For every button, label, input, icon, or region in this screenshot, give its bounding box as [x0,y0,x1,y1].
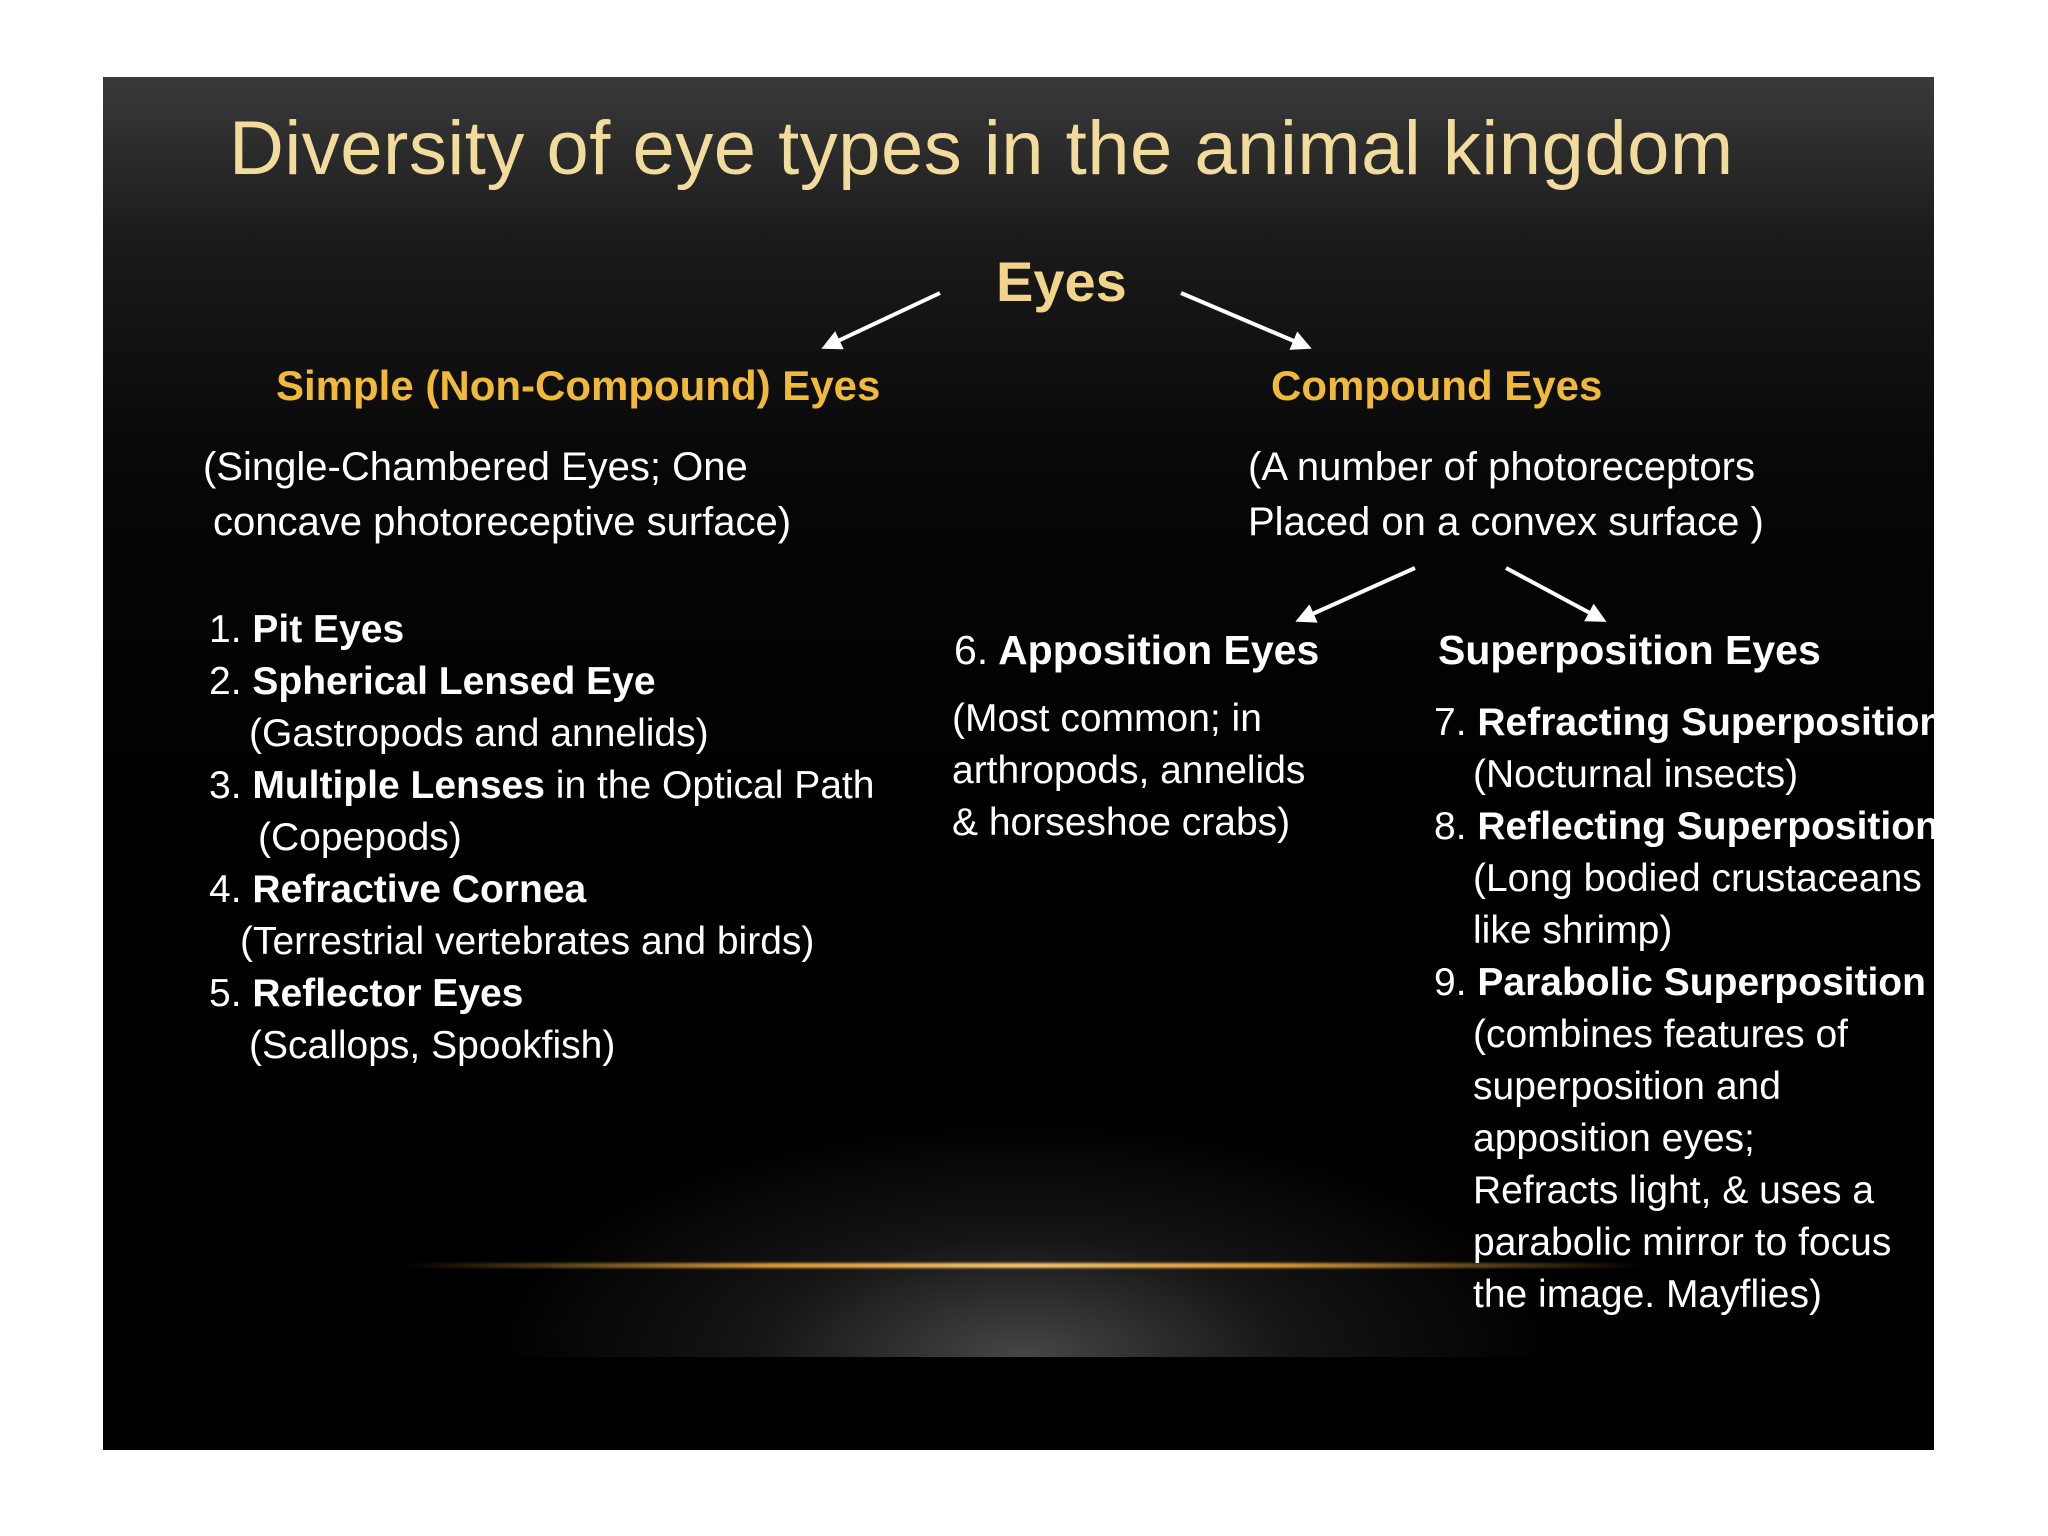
list-item: 5. Reflector Eyes [209,968,523,1020]
list-item: 2. Spherical Lensed Eye [209,656,656,708]
item-note: apposition eyes; [1473,1117,1755,1160]
item-number: 3. [209,764,242,807]
item-rest: in the Optical Path [544,764,875,807]
item-number: 2. [209,660,242,703]
item-note: (Long bodied crustaceans [1473,857,1922,900]
item-note: the image. Mayflies) [1473,1273,1822,1316]
item-note: like shrimp) [1473,909,1673,952]
compound-eyes-desc-line2: Placed on a convex surface ) [1248,500,1764,544]
item-number: 8. [1434,805,1467,848]
item-number: 7. [1434,701,1467,744]
simple-eyes-desc-line1: (Single-Chambered Eyes; One [203,445,748,489]
item-note: superposition and [1473,1065,1781,1108]
floor-glow [483,1117,1563,1357]
list-item: 1. Pit Eyes [209,604,404,656]
item-note: (combines features of [1473,1013,1849,1056]
item-note: parabolic mirror to focus [1473,1221,1892,1264]
list-item: 8. Reflecting Superposition [1434,801,1934,853]
arrows-layer [821,291,1607,623]
item-note: (Terrestrial vertebrates and birds) [240,920,815,963]
item-note: (Scallops, Spookfish) [249,1024,616,1067]
slide: Diversity of eye types in the animal kin… [103,77,1934,1450]
item-number: 6. [954,627,989,673]
simple-eyes-desc-line2: concave photoreceptive surface) [213,500,792,544]
apposition-desc-line3: & horseshoe crabs) [952,801,1291,844]
arrow-to-simple [821,291,941,350]
apposition-desc-line1: (Most common; in [952,697,1262,740]
item-number: 5. [209,972,242,1015]
list-item: 4. Refractive Cornea [209,864,586,916]
item-note: (Copepods) [258,816,462,859]
item-number: 4. [209,868,242,911]
superposition-eyes-heading: Superposition Eyes [1438,627,1821,673]
list-item: 7. Refracting Superposition [1434,697,1934,749]
item-name: Refractive Cornea [252,868,587,911]
root-node-eyes: Eyes [996,250,1127,313]
apposition-heading-text: Apposition Eyes [998,627,1320,673]
item-name: Refracting Superposition [1477,701,1934,744]
apposition-eyes-heading: 6. Apposition Eyes [954,627,1319,674]
item-name: Multiple Lenses [252,764,545,807]
compound-eyes-desc-line1: (A number of photoreceptors [1248,445,1755,489]
item-number: 9. [1434,961,1467,1004]
list-item: 3. Multiple Lenses in the Optical Path [209,760,874,812]
item-name: Reflecting Superposition [1477,805,1934,848]
compound-eyes-heading: Compound Eyes [1271,362,1603,409]
item-name: Pit Eyes [252,608,405,651]
simple-eyes-heading: Simple (Non-Compound) Eyes [276,362,881,409]
item-name: Parabolic Superposition [1477,961,1926,1004]
item-note: (Nocturnal insects) [1473,753,1799,796]
item-note: (Gastropods and annelids) [249,712,709,755]
item-name: Reflector Eyes [252,972,524,1015]
item-note: Refracts light, & uses a [1473,1169,1875,1212]
arrow-to-superposition [1505,566,1607,622]
horizon-line [403,1263,1643,1268]
item-name: Spherical Lensed Eye [252,660,656,703]
arrow-to-compound [1180,291,1312,350]
arrow-to-apposition [1295,566,1416,623]
apposition-desc-line2: arthropods, annelids [952,749,1306,792]
list-item: 9. Parabolic Superposition [1434,957,1926,1009]
item-number: 1. [209,608,242,651]
slide-title: Diversity of eye types in the animal kin… [229,106,1734,191]
